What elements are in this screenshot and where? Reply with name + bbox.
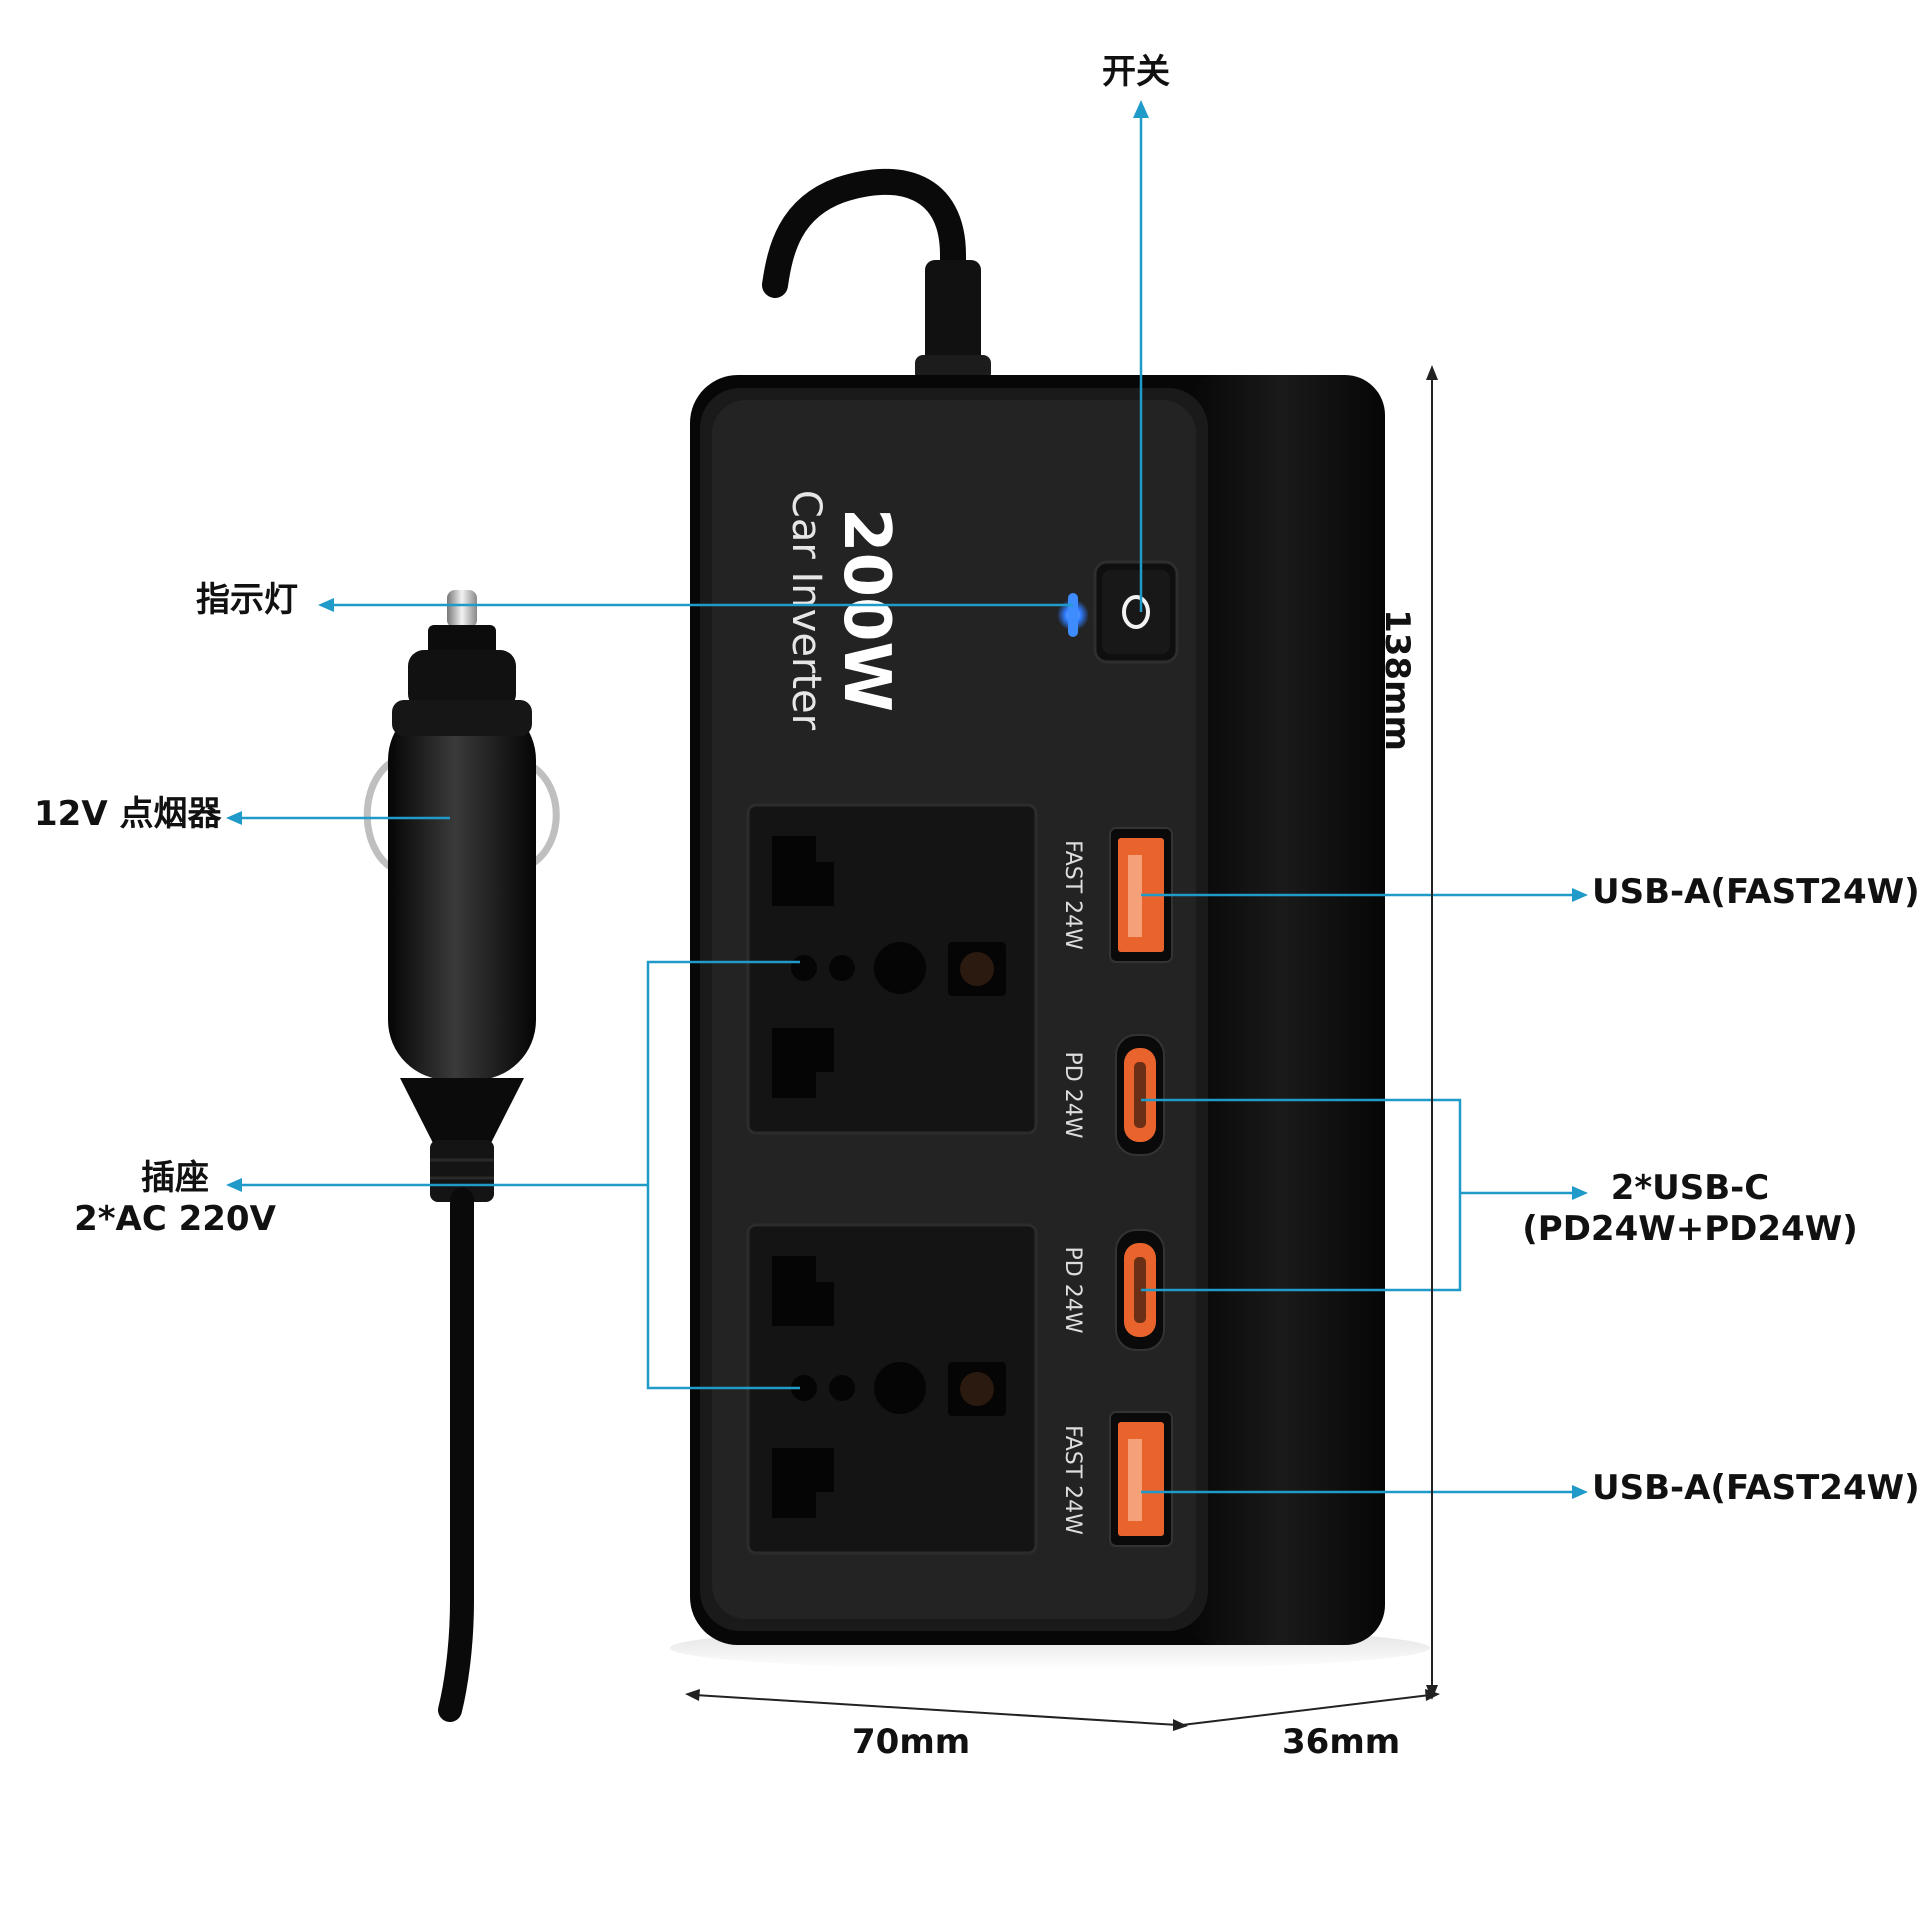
depth-dim (1181, 1694, 1431, 1726)
name-print: Car Inverter (783, 490, 829, 731)
usb-a-port-bottom[interactable] (1109, 1411, 1173, 1547)
switch-label: 开关 (1102, 52, 1170, 92)
sockets-label-line1: 插座 (141, 1158, 209, 1198)
indicator-label: 指示灯 (196, 580, 298, 620)
usb-a-top-print: FAST 24W (1060, 840, 1085, 950)
depth-dimension-label: 36mm (1282, 1722, 1401, 1762)
height-dimension-label: 138mm (1377, 609, 1417, 751)
ac-socket-1[interactable] (746, 803, 1038, 1135)
usb-c-bracket (1141, 1098, 1462, 1292)
top-cable (762, 168, 966, 393)
power-switch[interactable] (1093, 560, 1179, 664)
socket-2-round-hole (874, 1362, 926, 1414)
socket-2-pin-a (791, 1375, 817, 1401)
plug-strain-relief (430, 1140, 494, 1202)
socket-1-slot-top (772, 836, 834, 906)
sockets-bracket (646, 960, 800, 1390)
plug-side-spring-right (528, 761, 560, 869)
power-print: 200W (829, 508, 903, 712)
width-dimension-label: 70mm (852, 1722, 971, 1762)
cigarette-plug (363, 590, 560, 1202)
usb-c-label-line2: (PD24W+PD24W) (1522, 1208, 1858, 1249)
usb-c-label-line1: 2*USB-C (1610, 1168, 1770, 1208)
usb-a-bottom-print: FAST 24W (1060, 1425, 1085, 1535)
socket-1-slot-bottom (772, 1028, 834, 1098)
plug-grip (388, 700, 536, 1080)
usb-c-label: 2*USB-C (PD24W+PD24W) (1520, 1168, 1860, 1250)
cigarette-plug-label: 12V 点烟器 (34, 794, 222, 834)
usb-c-top-print: PD 24W (1060, 1052, 1085, 1139)
socket-2-slot-bottom (772, 1448, 834, 1518)
width-dim (694, 1694, 1179, 1726)
socket-2-slot-top (772, 1256, 834, 1326)
dimension-lines (694, 375, 1433, 1726)
socket-1-pin-b (829, 955, 855, 981)
socket-1-pin-a (791, 955, 817, 981)
usb-a-top-label: USB-A(FAST24W) (1592, 872, 1920, 912)
sockets-label: 插座 2*AC 220V (60, 1158, 290, 1240)
callout-lines (238, 112, 1575, 1494)
plug-cable (438, 1188, 474, 1722)
socket-2-pin-b (829, 1375, 855, 1401)
switch-o-mark (1122, 595, 1150, 629)
usb-a-bottom-label: USB-A(FAST24W) (1592, 1468, 1920, 1508)
ac-socket-2[interactable] (746, 1223, 1038, 1555)
usb-c-port-top[interactable] (1115, 1034, 1165, 1156)
product-print: 200W Car Inverter (783, 490, 903, 731)
cable-strain-relief (925, 260, 981, 380)
plug-side-spring-left (363, 756, 397, 874)
usb-c-bottom-print: PD 24W (1060, 1247, 1085, 1334)
usb-c-port-bottom[interactable] (1115, 1229, 1165, 1351)
socket-1-round-hole (874, 942, 926, 994)
dimension-arrowheads (685, 365, 1440, 1731)
sockets-label-line2: 2*AC 220V (74, 1198, 276, 1239)
cable-collar (915, 355, 991, 381)
plug-tip-pin (447, 590, 477, 628)
indicator-led (1068, 593, 1078, 637)
callout-arrowheads (226, 100, 1588, 1499)
